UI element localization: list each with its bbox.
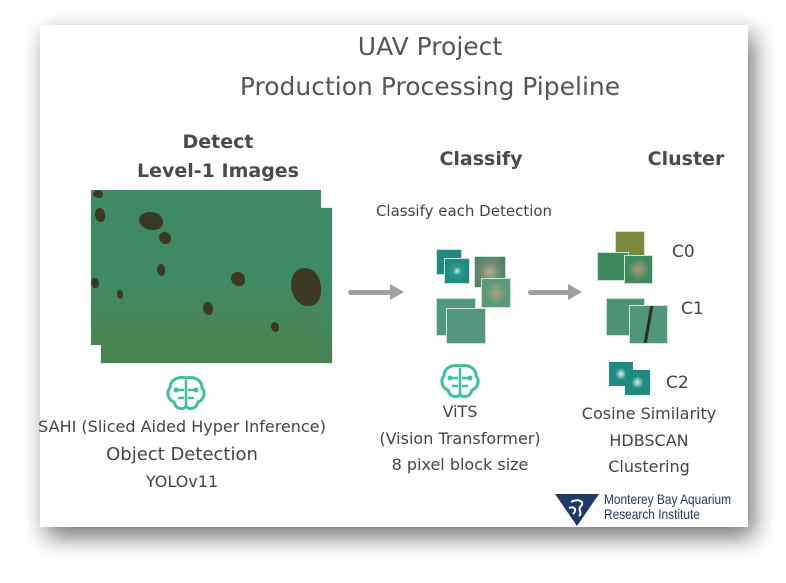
cluster-desc-hdbscan: HDBSCAN xyxy=(609,431,689,450)
classify-desc-block-size: 8 pixel block size xyxy=(391,455,529,474)
classify-heading: Classify xyxy=(439,148,523,170)
detect-subheading: Level-1 Images xyxy=(137,160,299,182)
cluster-label-c2: C2 xyxy=(666,373,689,393)
mbari-logo-icon xyxy=(555,494,599,526)
detect-heading: Detect xyxy=(182,131,254,153)
detection-thumb xyxy=(481,278,511,308)
cluster-label-c1: C1 xyxy=(681,299,704,319)
classify-desc-vision-transformer: (Vision Transformer) xyxy=(379,429,541,448)
detection-thumb xyxy=(446,308,486,344)
classify-subtitle: Classify each Detection xyxy=(375,202,553,220)
cluster-c2-thumb xyxy=(625,370,650,395)
title-line1: UAV Project xyxy=(357,32,503,61)
brain-circuit-icon xyxy=(440,364,480,399)
detect-desc-sahi: SAHI (Sliced Aided Hyper Inference) xyxy=(38,417,326,436)
cluster-c0-thumb xyxy=(624,255,653,284)
detect-desc-object-detection: Object Detection xyxy=(106,444,258,465)
cluster-heading: Cluster xyxy=(647,148,725,170)
logo-line2: Research Institute xyxy=(604,506,700,522)
cluster-label-c0: C0 xyxy=(672,242,695,262)
brain-circuit-icon xyxy=(166,376,206,411)
arrow-right-icon xyxy=(348,284,404,300)
cluster-c0-thumb xyxy=(597,252,629,281)
logo-line1: Monterey Bay Aquarium xyxy=(604,491,731,507)
arrow-right-icon xyxy=(528,284,582,300)
detect-desc-model: YOLOv11 xyxy=(145,472,219,491)
cluster-c1-thumb xyxy=(629,305,668,344)
classify-desc-vits: ViTS xyxy=(442,402,478,421)
mbari-logo-text: Monterey Bay Aquarium Research Institute xyxy=(604,492,731,522)
title-line2: Production Processing Pipeline xyxy=(239,72,621,101)
level1-image-front xyxy=(91,190,321,345)
detection-thumb xyxy=(444,258,470,284)
cluster-desc-clustering: Clustering xyxy=(608,457,690,476)
cluster-desc-cosine: Cosine Similarity xyxy=(581,404,717,423)
